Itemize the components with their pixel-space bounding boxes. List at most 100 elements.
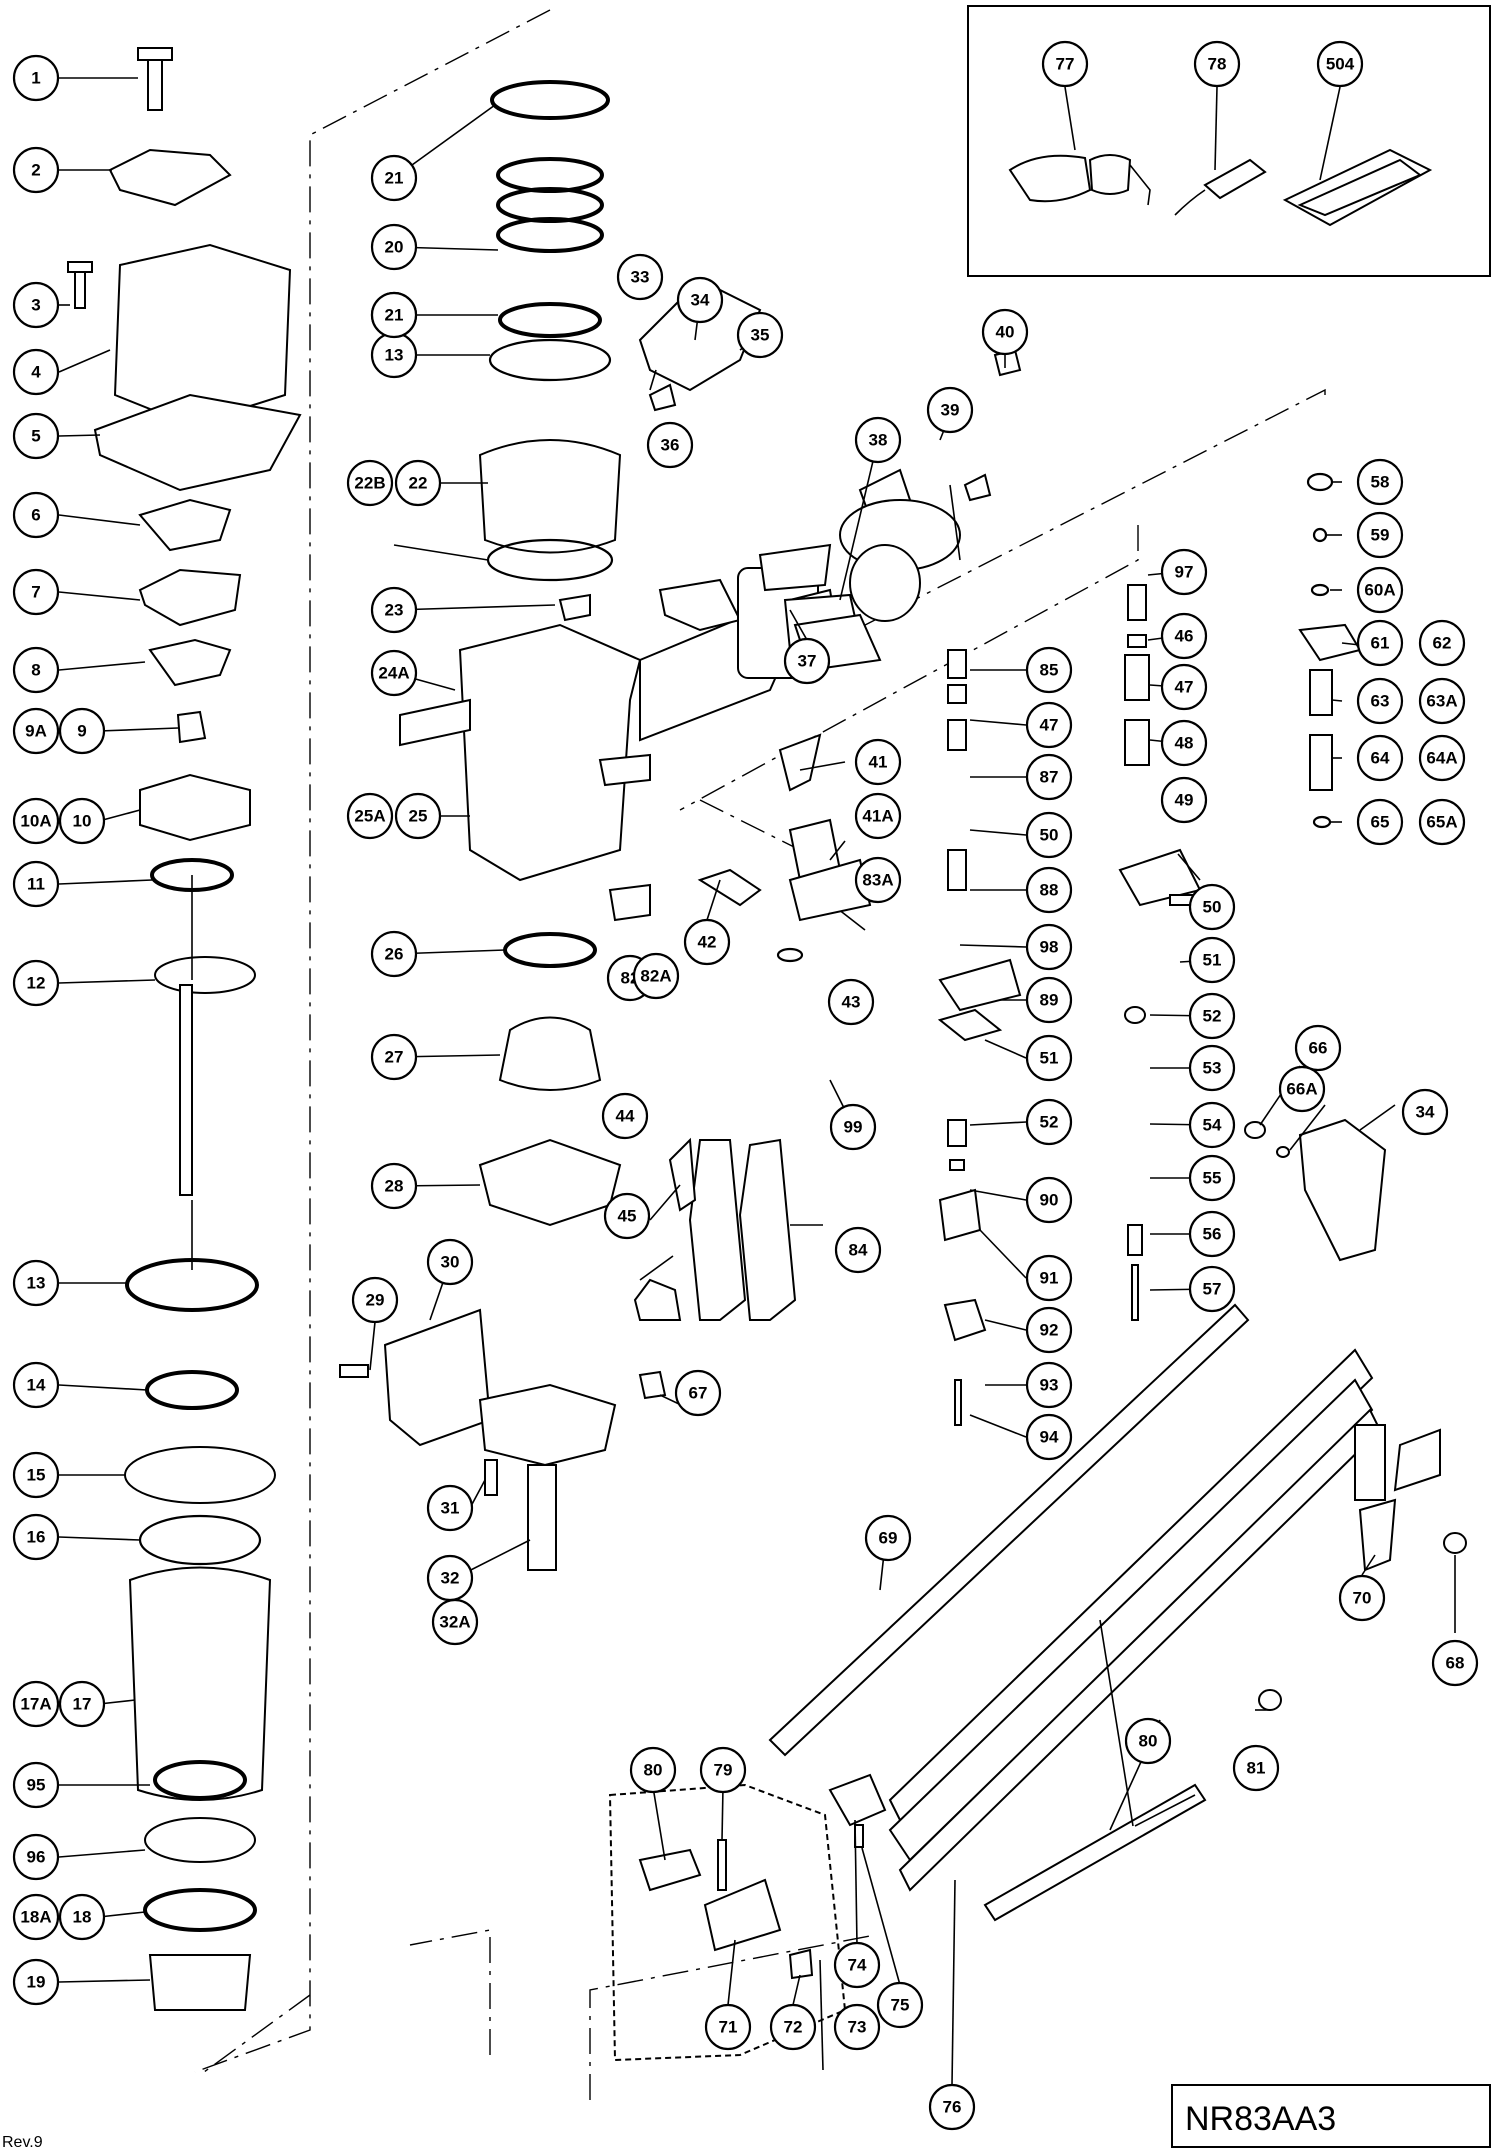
callout-label: 66 (1309, 1039, 1328, 1058)
callout-label: 14 (27, 1376, 46, 1395)
callout-circle (833, 2003, 881, 2051)
callout-22b: 22B (346, 459, 394, 507)
callout-circle (1160, 663, 1208, 711)
callout-circle (351, 1276, 399, 1324)
callout-circle (1418, 798, 1466, 846)
callout-66: 66 (1294, 1024, 1342, 1072)
callout-87: 87 (1025, 753, 1073, 801)
callout-label: 18 (73, 1908, 92, 1927)
callout-40: 40 (981, 308, 1029, 356)
callout-circle (12, 860, 60, 908)
callout-66a: 66A (1278, 1065, 1326, 1113)
callout-label: 63A (1426, 692, 1457, 711)
callout-16: 16 (12, 1513, 60, 1561)
callout-22: 22 (394, 459, 442, 507)
callout-label: 96 (27, 1848, 46, 1867)
callout-70: 70 (1338, 1574, 1386, 1622)
callout-label: 80 (1139, 1732, 1158, 1751)
callout-label: 10A (20, 812, 51, 831)
callout-label: 504 (1326, 55, 1355, 74)
center-column-parts (339, 80, 866, 1571)
callout-label: 23 (385, 601, 404, 620)
callout-circle (12, 1259, 60, 1307)
callout-label: 59 (1371, 526, 1390, 545)
callout-label: 51 (1040, 1049, 1059, 1068)
callout-label: 94 (1040, 1428, 1059, 1447)
callout-label: 11 (27, 875, 45, 894)
callout-circle (1025, 866, 1073, 914)
callout-label: 40 (996, 323, 1015, 342)
callout-label: 99 (844, 1118, 863, 1137)
callout-label: 50 (1203, 898, 1222, 917)
callout-circle (12, 1680, 60, 1728)
callout-circle (12, 959, 60, 1007)
callout-36: 36 (646, 421, 694, 469)
callout-63a: 63A (1418, 677, 1466, 725)
callout-45: 45 (603, 1192, 651, 1240)
callout-34: 34 (1401, 1088, 1449, 1136)
callout-circle (854, 738, 902, 786)
callout-label: 26 (385, 945, 404, 964)
callout-circle (12, 412, 60, 460)
callout-circle (876, 1981, 924, 2029)
callout-7: 7 (12, 568, 60, 616)
callout-11: 11 (12, 860, 60, 908)
callout-circle (676, 276, 724, 324)
callout-43: 43 (827, 978, 875, 1026)
callout-circle (926, 386, 974, 434)
callout-circle (864, 1514, 912, 1562)
callout-label: 47 (1175, 678, 1194, 697)
callout-label: 60A (1364, 581, 1395, 600)
callout-circle (1294, 1024, 1342, 1072)
callout-10a: 10A (12, 797, 60, 845)
callout-circle (1188, 1265, 1236, 1313)
callout-label: 21 (385, 306, 404, 325)
callout-52: 52 (1188, 992, 1236, 1040)
callout-label: 93 (1040, 1376, 1059, 1395)
callout-84: 84 (834, 1226, 882, 1274)
callout-34: 34 (676, 276, 724, 324)
callout-67: 67 (674, 1369, 722, 1417)
callout-63: 63 (1356, 677, 1404, 725)
callout-circle (1025, 811, 1073, 859)
callout-circle (370, 291, 418, 339)
callout-label: 17A (20, 1695, 51, 1714)
callout-76: 76 (928, 2083, 976, 2131)
callout-82a: 82A (632, 952, 680, 1000)
callout-label: 66A (1286, 1080, 1317, 1099)
callout-label: 72 (784, 2018, 803, 2037)
callout-bubbles: 123456789A910A10111213131314151617A17959… (12, 40, 1479, 2131)
callout-41: 41 (854, 738, 902, 786)
revision-label: Rev.9 (2, 2134, 43, 2151)
callout-6: 6 (12, 491, 60, 539)
callout-label: 89 (1040, 991, 1059, 1010)
callout-circle (1188, 1154, 1236, 1202)
callout-circle (370, 223, 418, 271)
callout-79: 79 (699, 1746, 747, 1794)
callout-label: 32A (439, 1613, 470, 1632)
callout-label: 52 (1040, 1113, 1059, 1132)
callout-circle (1356, 458, 1404, 506)
callout-94: 94 (1025, 1413, 1073, 1461)
callout-circle (370, 930, 418, 978)
callout-circle (1418, 619, 1466, 667)
callout-9a: 9A (12, 707, 60, 755)
callout-14: 14 (12, 1361, 60, 1409)
callout-circle (632, 952, 680, 1000)
callout-80: 80 (629, 1746, 677, 1794)
callout-21: 21 (370, 291, 418, 339)
callout-label: 82A (640, 967, 671, 986)
callout-circle (370, 586, 418, 634)
callout-circle (1188, 1210, 1236, 1258)
callout-46: 46 (1160, 612, 1208, 660)
callout-label: 91 (1040, 1269, 1059, 1288)
callout-circle (346, 459, 394, 507)
callout-circle (783, 637, 831, 685)
callout-circle (1188, 992, 1236, 1040)
callout-50: 50 (1188, 883, 1236, 931)
callout-circle (1041, 40, 1089, 88)
callout-31: 31 (426, 1484, 474, 1532)
callout-circle (1188, 1101, 1236, 1149)
callout-circle (769, 2003, 817, 2051)
